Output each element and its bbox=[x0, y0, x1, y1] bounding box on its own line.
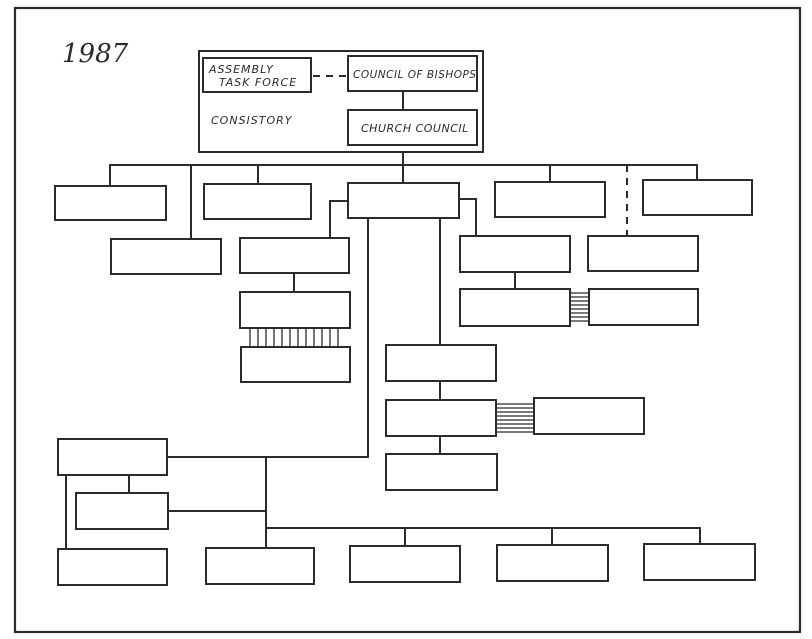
bottom-box-1 bbox=[57, 548, 168, 586]
unit-box-k bbox=[459, 235, 571, 273]
unit-box-q bbox=[533, 397, 645, 435]
unit-box-l bbox=[587, 235, 699, 272]
unit-box-c bbox=[203, 183, 312, 220]
bottom-box-5 bbox=[643, 543, 756, 581]
hatch-link-horizontal-2 bbox=[496, 403, 534, 433]
church-council-box bbox=[347, 109, 478, 146]
council-of-bishops-label: COUNCIL OF BISHOPS bbox=[353, 69, 477, 81]
hatch-link-horizontal-1 bbox=[570, 292, 589, 322]
unit-box-b bbox=[110, 238, 222, 275]
unit-box-d bbox=[347, 182, 460, 219]
page-frame bbox=[13, 6, 802, 634]
consistory-label: CONSISTORY bbox=[211, 114, 293, 127]
task-force-label: TASK FORCE bbox=[219, 76, 297, 89]
unit-box-e bbox=[494, 181, 606, 218]
unit-box-i bbox=[239, 291, 351, 329]
unit-box-r bbox=[385, 453, 498, 491]
unit-box-m bbox=[459, 288, 571, 327]
unit-box-s bbox=[57, 438, 168, 476]
bottom-box-4 bbox=[496, 544, 609, 582]
unit-box-h bbox=[239, 237, 350, 274]
hatch-link-vertical bbox=[249, 328, 339, 347]
year-label: 1987 bbox=[62, 39, 129, 69]
unit-box-t bbox=[75, 492, 169, 530]
unit-box-j bbox=[240, 346, 351, 383]
council-of-bishops-box bbox=[347, 55, 478, 92]
unit-box-g bbox=[642, 179, 753, 216]
church-council-label: CHURCH COUNCIL bbox=[361, 122, 469, 135]
bottom-box-2 bbox=[205, 547, 315, 585]
assembly-label: ASSEMBLY bbox=[208, 63, 274, 76]
bottom-box-3 bbox=[349, 545, 461, 583]
unit-box-p bbox=[385, 399, 497, 437]
center-right-connector bbox=[458, 198, 477, 237]
unit-box-o bbox=[385, 344, 497, 382]
unit-box-n bbox=[588, 288, 699, 326]
assembly-task-force-box bbox=[202, 57, 312, 93]
unit-box-a bbox=[54, 185, 167, 221]
center-left-connector bbox=[329, 200, 349, 239]
